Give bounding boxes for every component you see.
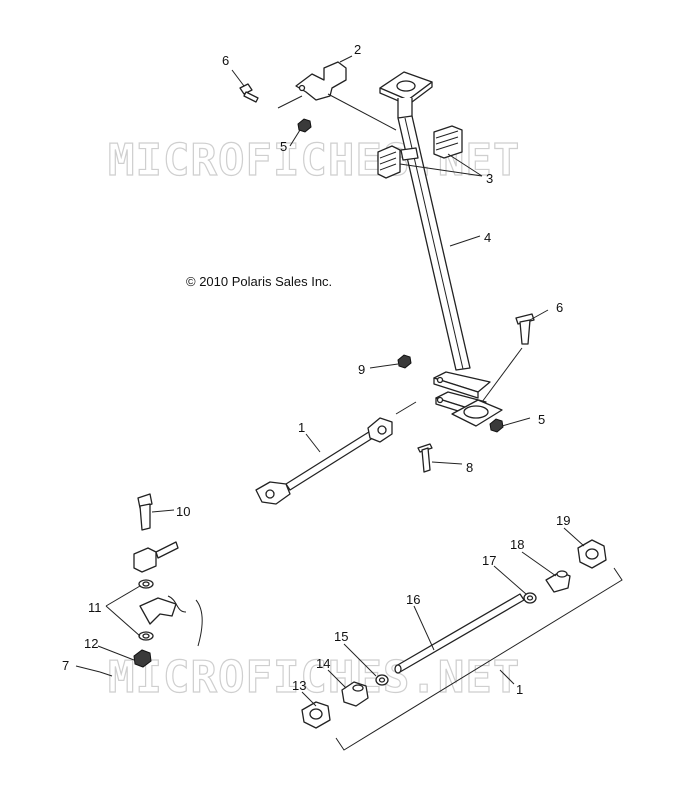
callout-19: 19	[556, 513, 570, 528]
steering-column	[379, 71, 503, 427]
callout-11: 11	[88, 600, 102, 615]
callout-15: 15	[334, 629, 348, 644]
rod-end-left	[133, 541, 179, 573]
tie-rod-16	[394, 593, 525, 674]
nut-12	[133, 649, 152, 668]
washer-11-upper	[138, 579, 154, 589]
bolt-8	[417, 443, 433, 473]
nut-top	[297, 118, 312, 133]
bolt-top	[239, 83, 259, 103]
callout-7: 7	[62, 658, 69, 673]
bushing-right	[433, 125, 463, 159]
watermark-bottom: MICROFICHES.NET	[108, 652, 520, 703]
callout-3: 3	[486, 171, 493, 186]
bushing-left	[377, 145, 401, 179]
rod-end-19	[577, 539, 607, 569]
copyright-notice: © 2010 Polaris Sales Inc.	[186, 274, 332, 289]
bolt-lower	[515, 313, 535, 345]
callout-12: 12	[84, 636, 98, 651]
ball-joint-18	[545, 570, 571, 593]
cotter-pin-7	[99, 671, 113, 677]
callout-2: 2	[354, 42, 361, 57]
callout-5-top: 5	[280, 139, 287, 154]
nut-9	[397, 354, 412, 369]
assembly-bracket	[335, 567, 623, 751]
linkage-bracket	[139, 595, 203, 647]
leader-lines	[75, 55, 585, 707]
callout-17: 17	[482, 553, 496, 568]
callout-5-lower: 5	[538, 412, 545, 427]
callout-6-lower: 6	[556, 300, 563, 315]
callout-18: 18	[510, 537, 524, 552]
nut-lower	[489, 418, 504, 433]
callout-8: 8	[466, 460, 473, 475]
callout-10: 10	[176, 504, 190, 519]
jam-nut-15	[375, 674, 389, 686]
ball-joint-14	[341, 681, 369, 707]
tie-rod-assembly-upper	[255, 417, 393, 505]
callout-9: 9	[358, 362, 365, 377]
callout-16: 16	[406, 592, 420, 607]
callout-13: 13	[292, 678, 306, 693]
bolt-10	[137, 493, 153, 531]
rod-end-13	[301, 701, 331, 729]
jam-nut-17	[523, 592, 537, 604]
callout-14: 14	[316, 656, 330, 671]
clamp-bracket	[295, 61, 347, 101]
callout-1-upper: 1	[298, 420, 305, 435]
callout-6-top: 6	[222, 53, 229, 68]
callout-4: 4	[484, 230, 491, 245]
washer-11-lower	[138, 631, 154, 641]
callout-1-lower: 1	[516, 682, 523, 697]
